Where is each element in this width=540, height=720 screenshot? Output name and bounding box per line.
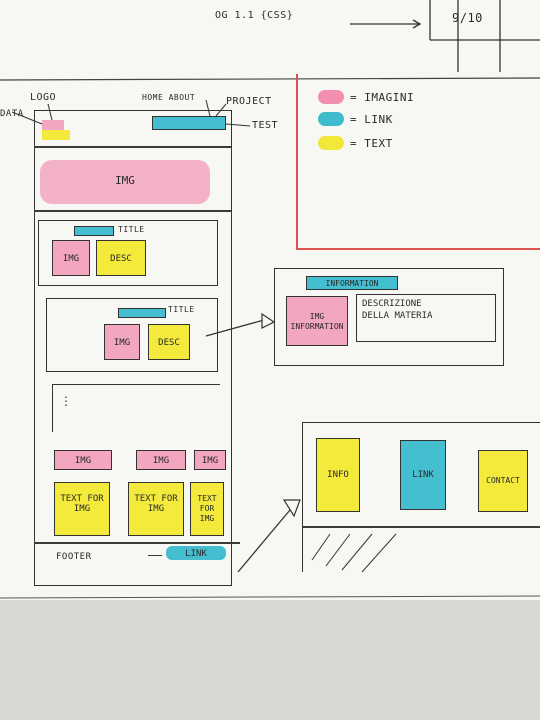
connector-arrows xyxy=(0,312,540,599)
hero-image-label: IMG xyxy=(115,174,135,187)
top-note-arrow xyxy=(0,0,540,81)
section-1-title: TITLE xyxy=(118,225,145,234)
hero-image xyxy=(40,160,210,204)
footer-label: FOOTER xyxy=(56,552,92,562)
footer-link-label: LINK xyxy=(185,549,207,559)
gallery-text-2 xyxy=(128,482,184,536)
wireframe-page xyxy=(34,110,232,586)
gallery-img-1 xyxy=(54,450,112,470)
footer-detail-link-label: LINK xyxy=(412,470,434,480)
data-block xyxy=(42,130,70,140)
gallery-text-3-label: TEXT FOR IMG xyxy=(197,494,217,523)
header-leader-lines xyxy=(11,99,251,127)
hero-divider xyxy=(34,210,232,212)
gallery-img-3-label: IMG xyxy=(201,456,219,466)
label-home-about: HOME ABOUT xyxy=(142,93,196,102)
section-1-img xyxy=(52,240,90,276)
top-note-code: OG 1.1 {CSS} xyxy=(215,10,294,21)
section-1-title-bar xyxy=(74,226,114,236)
legend-cyan-swatch xyxy=(318,112,344,126)
gallery-img-2-label: IMG xyxy=(152,456,170,466)
detail-card xyxy=(274,268,504,366)
footer-detail-info xyxy=(316,438,360,512)
section-2-desc xyxy=(148,324,190,360)
section-1-desc xyxy=(96,240,146,276)
legend-text-label: = TEXT xyxy=(350,137,393,150)
gallery-img-1-label: IMG xyxy=(74,456,92,466)
gallery-text-3 xyxy=(190,482,224,536)
section-2-title-bar xyxy=(118,308,166,318)
detail-description: DESCRIZIONE DELLA MATERIA xyxy=(362,299,433,321)
logo-block xyxy=(42,120,64,130)
section-1 xyxy=(38,220,218,286)
section-1-img-label: IMG xyxy=(62,254,80,264)
footer-dash xyxy=(148,555,162,557)
detail-img-label: IMG INFORMATION xyxy=(290,312,344,331)
section-2 xyxy=(46,298,218,372)
footer-detail-info-label: INFO xyxy=(327,470,349,480)
desk-surface xyxy=(0,600,540,720)
footer-detail-card xyxy=(302,422,540,572)
legend-images-label: = IMAGINI xyxy=(350,91,415,104)
footer-detail-contact xyxy=(478,450,528,512)
detail-img xyxy=(286,296,348,346)
detail-title-bar xyxy=(306,276,398,290)
detail-description-box xyxy=(356,294,496,342)
header-divider xyxy=(34,146,232,148)
repeat-placeholder xyxy=(52,384,220,432)
legend-pink-swatch xyxy=(318,90,344,104)
footer-detail-link xyxy=(400,440,446,510)
section-1-desc-label: DESC xyxy=(110,254,132,264)
gallery-text-1-label: TEXT FOR IMG xyxy=(60,494,104,514)
legend-yellow-swatch xyxy=(318,136,344,150)
repeat-dots: ⋮ xyxy=(60,394,72,408)
section-2-img xyxy=(104,324,140,360)
section-2-img-label: IMG xyxy=(113,338,131,348)
gallery-img-3 xyxy=(194,450,226,470)
footer-detail-contact-label: CONTACT xyxy=(486,476,520,485)
nav-links xyxy=(152,116,226,130)
gallery-text-1 xyxy=(54,482,110,536)
top-note-ratio: 9/10 xyxy=(452,11,483,25)
legend-link-label: = LINK xyxy=(350,113,393,126)
footer-divider xyxy=(34,542,240,544)
footer-detail-divider xyxy=(302,526,540,528)
label-logo: LOGO xyxy=(30,92,57,103)
footer-link xyxy=(166,546,226,560)
label-project: PROJECT xyxy=(226,96,272,107)
label-data: DATA xyxy=(0,109,24,119)
gallery-text-2-label: TEXT FOR IMG xyxy=(134,494,178,514)
section-2-title: TITLE xyxy=(168,305,195,314)
section-2-desc-label: DESC xyxy=(158,338,180,348)
label-test: TEST xyxy=(252,120,279,131)
detail-title: INFORMATION xyxy=(325,279,379,288)
gallery-img-2 xyxy=(136,450,186,470)
